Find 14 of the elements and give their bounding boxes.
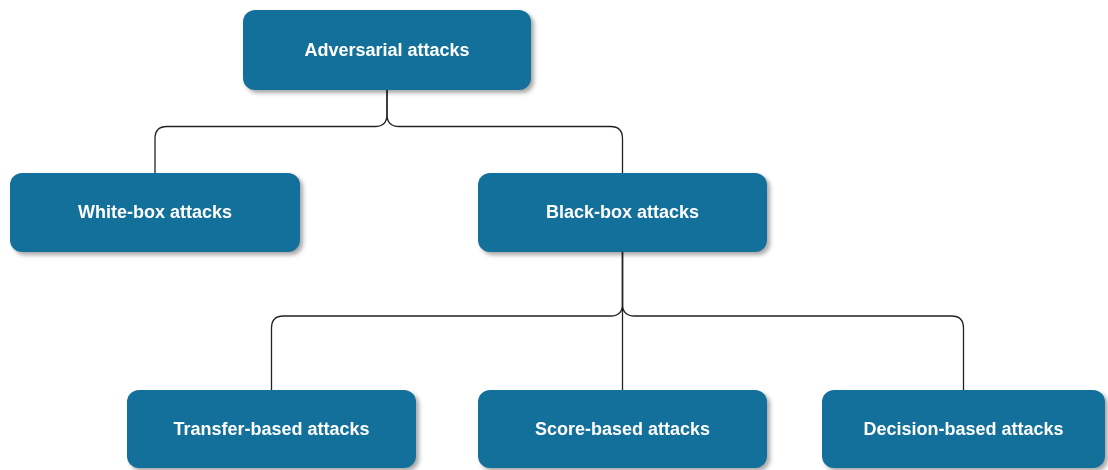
process-box [243,10,531,90]
box-label: Decision-based attacks [863,417,1064,441]
box-label: Black-box attacks [545,201,700,224]
box-label: Transfer-based attacks [173,417,370,441]
process-box [822,390,1105,468]
process-box [478,173,767,252]
box-label: Adversarial attacks [304,38,470,62]
box-label: White-box attacks [78,201,232,224]
connector-line [621,251,965,391]
process-box [127,390,416,468]
box-label: Score-based attacks [534,417,711,441]
process-box [10,173,300,252]
process-box [478,390,767,468]
connector-line [386,89,624,174]
